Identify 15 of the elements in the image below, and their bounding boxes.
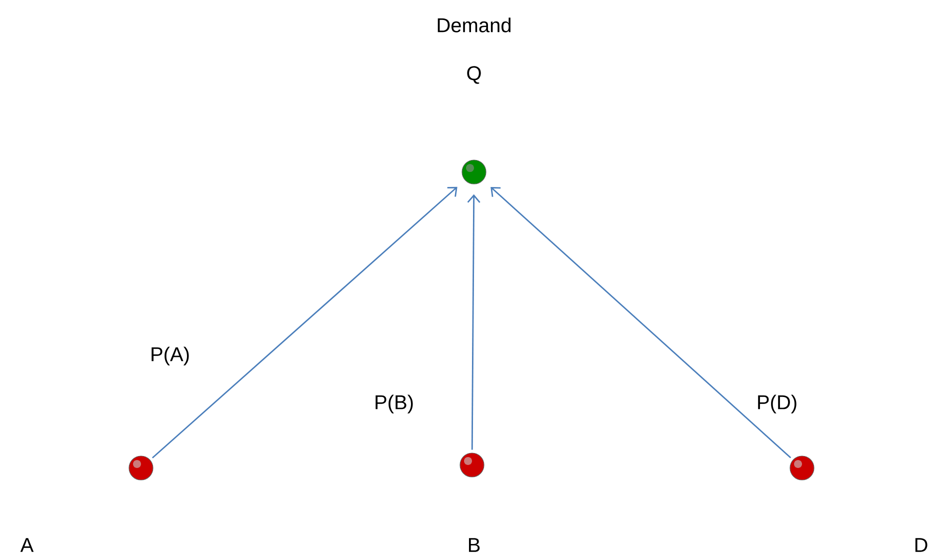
point-label: D [915, 538, 928, 552]
point-label: Demand [438, 18, 510, 32]
point-label: B [468, 538, 480, 552]
point-label: A [20, 538, 34, 552]
sphere [462, 160, 486, 184]
sphere [128, 456, 154, 480]
point-label: Q [467, 66, 481, 84]
edge-label: P(D) [755, 394, 799, 414]
arrow [467, 194, 480, 450]
sphere [790, 456, 814, 480]
edge-label: P(A) [149, 346, 191, 366]
arrow [490, 186, 792, 458]
arrow [152, 186, 458, 458]
sphere [460, 452, 484, 478]
edge-label: P(B) [373, 394, 415, 414]
